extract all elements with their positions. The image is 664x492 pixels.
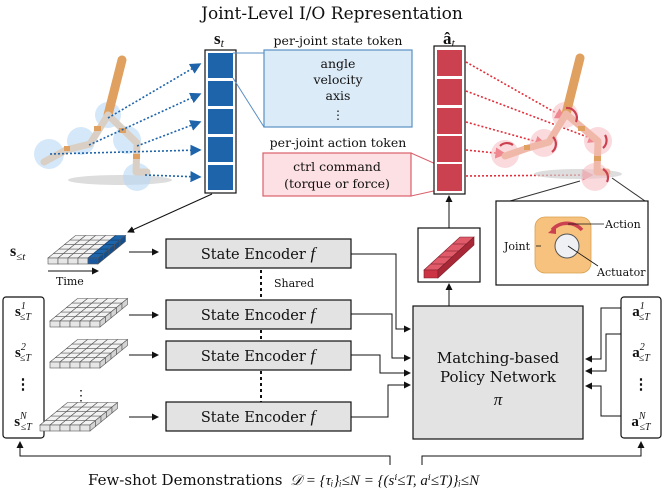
state-encoder: State Encoder f <box>165 401 352 432</box>
state-token-item: velocity <box>312 72 363 87</box>
actions-to-policy-arrows <box>585 307 621 417</box>
state-encoder: State Encoder f <box>165 238 352 269</box>
demo-states-box <box>2 296 45 439</box>
state-token <box>208 137 233 162</box>
robot-state-figure <box>34 55 172 191</box>
grid-cell <box>59 361 71 369</box>
demo-state-grid <box>49 297 129 328</box>
grid-cell <box>79 361 91 369</box>
action-token-bar <box>423 236 475 279</box>
grid-cell <box>79 320 91 328</box>
state-token-item: angle <box>321 56 356 71</box>
action-vector-label: ât <box>443 29 456 50</box>
demo-state-label: s1≤T <box>15 301 32 323</box>
state-token-item: axis <box>326 88 351 103</box>
query-state-label: s≤t <box>10 243 26 263</box>
state-token <box>208 53 233 78</box>
grid-ellipsis: ⋮ <box>74 388 88 404</box>
state-encoder: State Encoder f <box>165 299 352 330</box>
action-token-box <box>262 152 412 197</box>
time-axis-label: Time <box>56 275 84 288</box>
action-token <box>437 108 462 134</box>
state-token-box <box>263 49 413 128</box>
action-token <box>437 50 462 76</box>
action-token <box>437 164 462 191</box>
state-token-heading: per-joint state token <box>274 33 403 48</box>
grid-cell <box>89 320 101 328</box>
demo-action-label: a2≤T <box>632 342 651 364</box>
state-encoder-label: State Encoder f <box>201 346 318 365</box>
grid-cell <box>87 257 99 265</box>
state-encoder-label: State Encoder f <box>201 305 318 324</box>
state-encoder-label: State Encoder f <box>201 407 318 426</box>
demo-action-label: aN≤T <box>631 411 652 433</box>
demo-state-label: s2≤T <box>15 342 32 364</box>
action-token-heading: per-joint action token <box>270 135 407 150</box>
grid-cell <box>119 234 126 247</box>
policy-network-line2: Policy Network <box>440 368 557 386</box>
inset-joint-label: Joint <box>503 240 531 253</box>
policy-network-box <box>412 305 584 440</box>
grid-cell <box>79 424 91 432</box>
grid-cell <box>49 361 61 369</box>
grid-cell <box>39 424 51 432</box>
action-token <box>437 136 462 162</box>
footer-formula: 𝒟 = {τᵢ}ᵢ≤N = {(sⁱ≤T, aⁱ≤T)}ᵢ≤N <box>290 473 480 489</box>
action-token <box>437 79 462 105</box>
inset-actuator-label: Actuator <box>596 266 646 279</box>
grid-cell <box>49 424 61 432</box>
demonstration-feed-arrows <box>16 441 645 465</box>
state-mapping-arrows <box>49 63 202 183</box>
grid-cell <box>69 424 81 432</box>
grid-cell <box>89 361 101 369</box>
grid-cell <box>77 257 89 265</box>
robot-action-figure <box>491 53 622 191</box>
demo-state-label: sN≤T <box>14 411 33 433</box>
demo-state-grid <box>39 401 119 432</box>
grid-cell <box>67 257 79 265</box>
demo-action-label: a1≤T <box>632 301 651 323</box>
grid-cell <box>111 401 118 414</box>
joint-inset: Action Joint Actuator <box>495 200 649 286</box>
query-state-grid <box>47 234 127 265</box>
demo-state-label: ⋮ <box>16 377 31 393</box>
state-encoder: State Encoder f <box>165 340 352 371</box>
grid-cell <box>69 361 81 369</box>
grid-cell <box>47 257 59 265</box>
encoder-to-policy-arrows <box>351 253 411 418</box>
grid-cell <box>59 320 71 328</box>
grid-cell <box>57 257 69 265</box>
footer-label: Few-shot Demonstrations <box>88 471 282 489</box>
action-token-item: ctrl command <box>293 159 381 174</box>
state-token <box>208 109 233 134</box>
inset-action-label: Action <box>604 218 641 231</box>
demo-actions-box <box>620 296 662 439</box>
state-token-item: ⋮ <box>332 108 344 122</box>
diagram-title: Joint-Level I/O Representation <box>199 4 463 24</box>
policy-network-symbol: π <box>494 390 503 409</box>
grid-cell <box>121 338 128 351</box>
grid-cell <box>121 297 128 310</box>
action-tokens <box>437 50 462 191</box>
shared-label: Shared <box>274 277 314 290</box>
demo-state-grid <box>49 338 129 369</box>
action-token-item: (torque or force) <box>284 176 390 191</box>
state-token <box>208 165 233 190</box>
grid-cell <box>59 424 71 432</box>
state-token <box>208 81 233 106</box>
demo-action-label: ⋮ <box>634 377 649 393</box>
policy-network-line1: Matching-based <box>437 349 560 367</box>
state-vector-label: st <box>214 29 225 50</box>
actuator-shape <box>554 233 580 259</box>
grid-to-encoder-arrows <box>129 248 159 421</box>
grid-cell <box>49 320 61 328</box>
grid-cell <box>69 320 81 328</box>
state-tokens <box>208 53 233 190</box>
state-encoder-label: State Encoder f <box>201 244 318 263</box>
